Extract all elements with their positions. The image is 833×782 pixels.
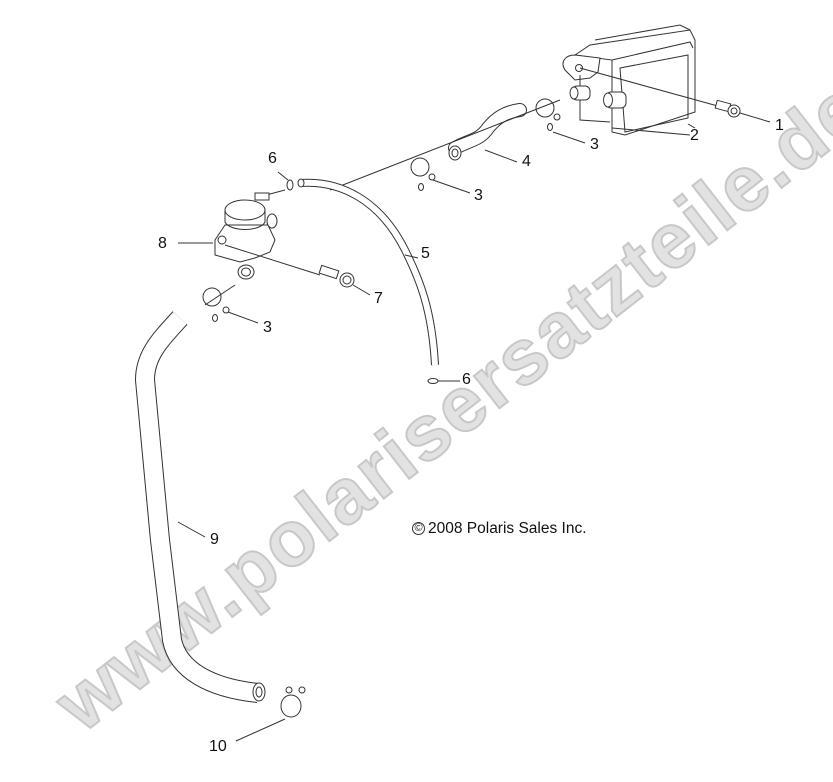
- small-clamp-6b: [427, 378, 460, 384]
- copyright-symbol: ©: [412, 522, 425, 535]
- copyright-notice: ©2008 Polaris Sales Inc.: [412, 520, 587, 538]
- valve-part: [178, 189, 286, 306]
- hose-part-9: [134, 311, 266, 703]
- small-clamp-6a: [277, 171, 294, 191]
- clamp-part-3b: [410, 157, 471, 194]
- callout-10: 10: [209, 738, 227, 755]
- hose-part-4: [448, 103, 527, 163]
- bolt-part: [224, 244, 371, 296]
- callout-6-lower: 6: [462, 371, 471, 388]
- callout-5: 5: [421, 245, 430, 262]
- callout-7: 7: [374, 290, 383, 307]
- copyright-text: 2008 Polaris Sales Inc.: [428, 520, 587, 537]
- callout-1: 1: [775, 117, 784, 134]
- callout-6-upper: 6: [268, 150, 277, 167]
- callout-3-upper-right: 3: [590, 136, 599, 153]
- clamp-part-3c: [202, 287, 259, 324]
- clamp-part-3a: [535, 98, 586, 144]
- callout-4: 4: [522, 153, 531, 170]
- callout-2: 2: [690, 127, 699, 144]
- callout-3-left: 3: [263, 319, 272, 336]
- callout-9: 9: [210, 531, 219, 548]
- hose-part-5: [297, 178, 439, 366]
- canister-part: [562, 24, 696, 136]
- screw-part: [579, 67, 771, 123]
- callout-3-middle: 3: [474, 187, 483, 204]
- clamp-part-10: [235, 686, 306, 742]
- callout-8: 8: [158, 235, 167, 252]
